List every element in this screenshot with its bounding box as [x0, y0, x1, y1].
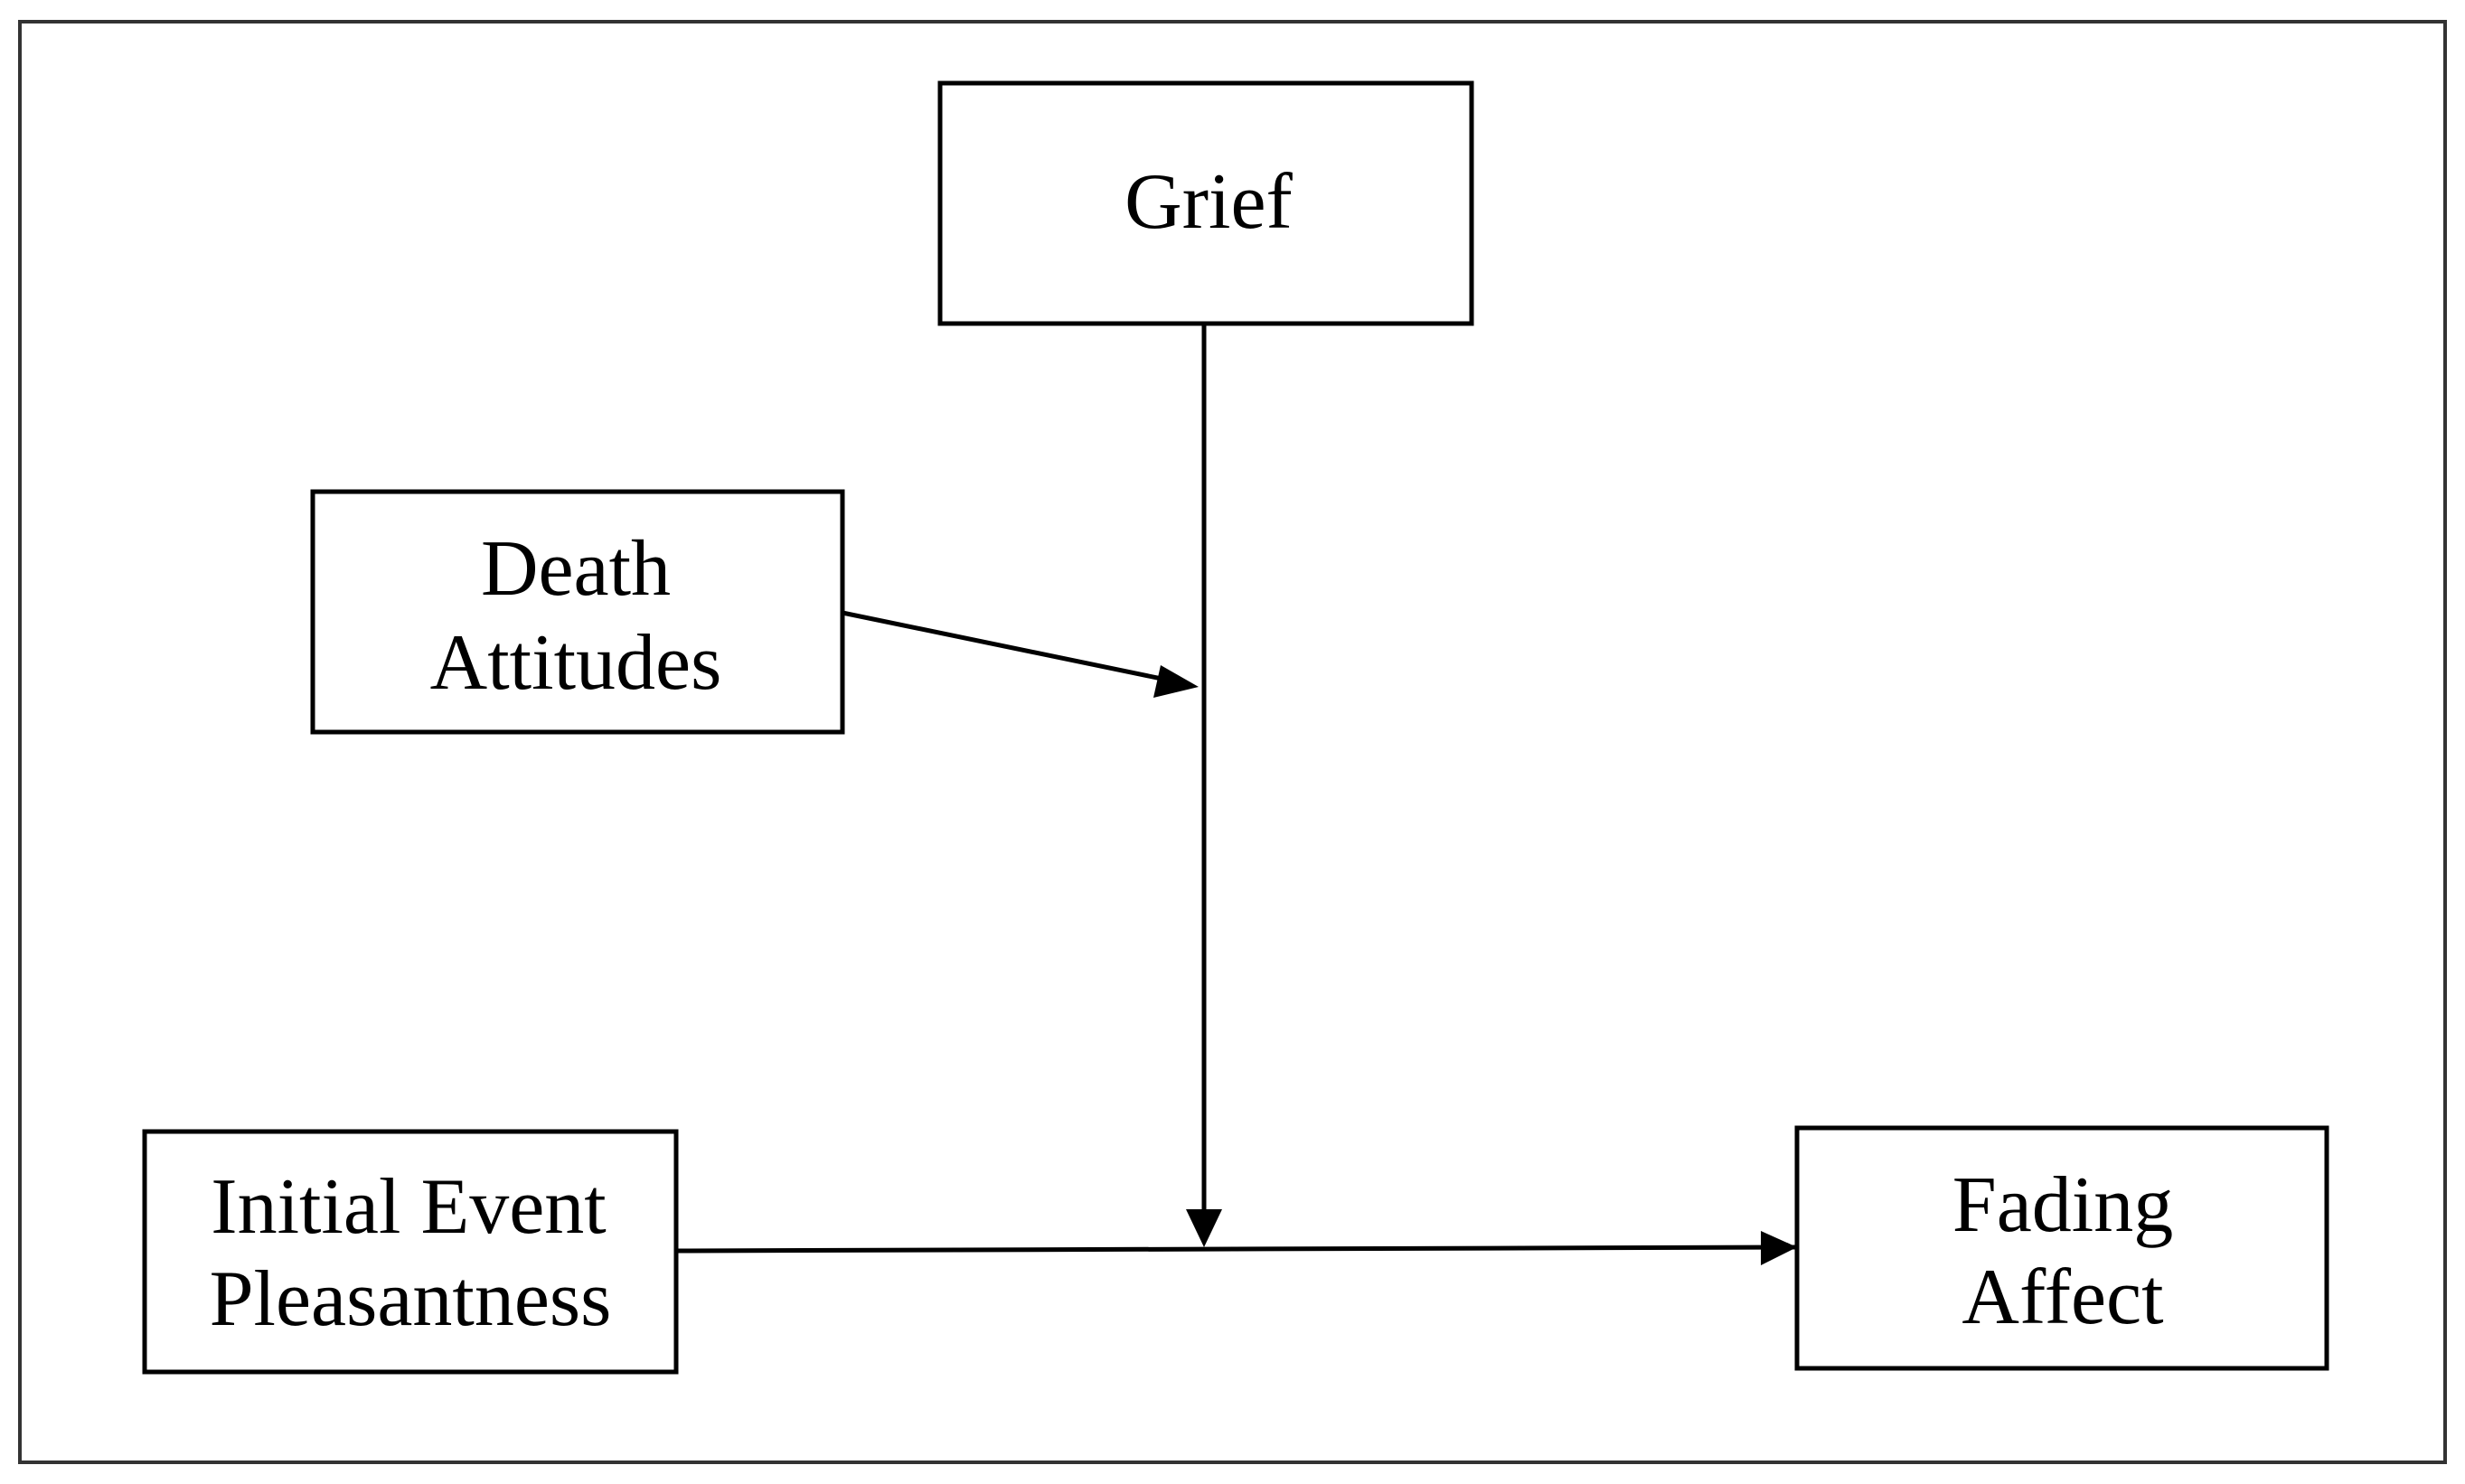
death-attitudes-label-line-1: Death — [481, 525, 671, 613]
death-attitudes-box — [310, 489, 845, 735]
main-path-arrowhead — [1761, 1231, 1797, 1265]
initial-event-pleasantness-label-line-2: Pleasantness — [210, 1255, 612, 1343]
fading-affect-label-line-1: Fading — [1952, 1161, 2173, 1249]
death-attitudes-label-line-2: Attitudes — [430, 619, 722, 707]
fading-affect-box — [1794, 1125, 2329, 1371]
death-attitudes-moderation-arrowhead — [1153, 665, 1199, 698]
outer-frame — [18, 20, 2447, 1464]
death-attitudes-node: Death Attitudes — [310, 489, 845, 735]
initial-event-pleasantness-box — [142, 1129, 679, 1375]
grief-moderation-arrowhead — [1186, 1209, 1222, 1247]
main-path-arrow — [675, 1243, 1796, 1254]
fading-affect-label-line-2: Affect — [1962, 1254, 2163, 1341]
death-attitudes-moderation-arrow — [842, 610, 1167, 682]
grief-label: Grief — [1124, 158, 1293, 246]
initial-event-pleasantness-label-line-1: Initial Event — [211, 1163, 606, 1251]
initial-event-pleasantness-node: Initial Event Pleasantness — [142, 1129, 679, 1375]
fading-affect-node: Fading Affect — [1794, 1125, 2329, 1371]
grief-node: Grief — [937, 80, 1474, 326]
